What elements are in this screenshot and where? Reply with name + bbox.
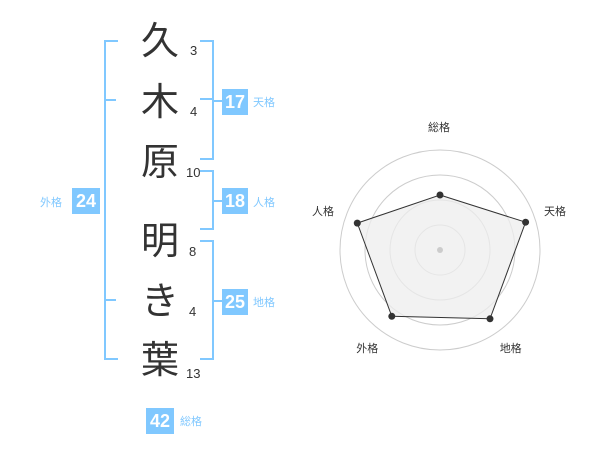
soukaku-label: 総格 bbox=[180, 415, 202, 428]
stroke-count-6: 13 bbox=[186, 366, 201, 381]
name-char-3: 原 bbox=[140, 140, 179, 184]
radar-axis-label-5: 人格 bbox=[312, 205, 334, 219]
name-char-4: 明 bbox=[140, 219, 179, 263]
radar-chart-svg bbox=[339, 149, 541, 351]
name-char-2: 木 bbox=[140, 80, 179, 124]
chikaku-label: 地格 bbox=[253, 296, 275, 309]
radar-point-5 bbox=[353, 219, 361, 227]
radar-point-1 bbox=[436, 191, 444, 199]
radar-center-point bbox=[437, 247, 443, 253]
radar-grid-ring-1 bbox=[339, 149, 541, 351]
gaikaku-bracket-tick-upper bbox=[104, 99, 116, 101]
jinkaku-bracket bbox=[200, 170, 214, 230]
radar-point-2 bbox=[522, 218, 530, 226]
tenkaku-connector bbox=[214, 100, 222, 102]
radar-axis-label-1: 総格 bbox=[428, 121, 450, 134]
tenkaku-lower-bracket bbox=[200, 99, 214, 160]
stroke-count-3: 10 bbox=[186, 165, 201, 180]
tenkaku-label: 天格 bbox=[253, 96, 275, 109]
radar-axis-label-3: 地格 bbox=[499, 341, 522, 355]
chikaku-connector bbox=[214, 300, 222, 302]
fortune-radar-chart: 総格天格地格 外格 人格 bbox=[300, 110, 580, 390]
radar-point-3 bbox=[486, 315, 494, 323]
jinkaku-value-box: 18 bbox=[222, 188, 248, 214]
radar-axis-label-2: 天格 bbox=[544, 205, 566, 219]
gaikaku-bracket-tick-lower bbox=[104, 299, 116, 301]
gaikaku-label: 外格 bbox=[40, 196, 62, 209]
jinkaku-label: 人格 bbox=[253, 196, 275, 209]
gaikaku-bracket bbox=[104, 40, 118, 360]
chikaku-value-box: 25 bbox=[222, 289, 248, 315]
radar-series-polygon bbox=[356, 194, 527, 320]
stroke-count-2: 4 bbox=[190, 104, 198, 119]
name-char-6: 葉 bbox=[140, 338, 179, 382]
radar-axis-label-4: 外格 bbox=[356, 341, 379, 355]
jinkaku-connector bbox=[214, 200, 222, 202]
soukaku-value-box: 42 bbox=[146, 408, 174, 434]
stroke-count-4: 8 bbox=[189, 244, 197, 259]
stroke-count-5: 4 bbox=[189, 304, 197, 319]
chikaku-bracket bbox=[200, 240, 214, 360]
gaikaku-value-box: 24 bbox=[72, 188, 100, 214]
tenkaku-value-box: 17 bbox=[222, 89, 248, 115]
tenkaku-bracket bbox=[200, 40, 214, 100]
name-char-1: 久 bbox=[140, 19, 179, 63]
name-char-5: き bbox=[140, 279, 179, 323]
radar-point-4 bbox=[388, 312, 396, 320]
stroke-count-1: 3 bbox=[190, 43, 198, 58]
